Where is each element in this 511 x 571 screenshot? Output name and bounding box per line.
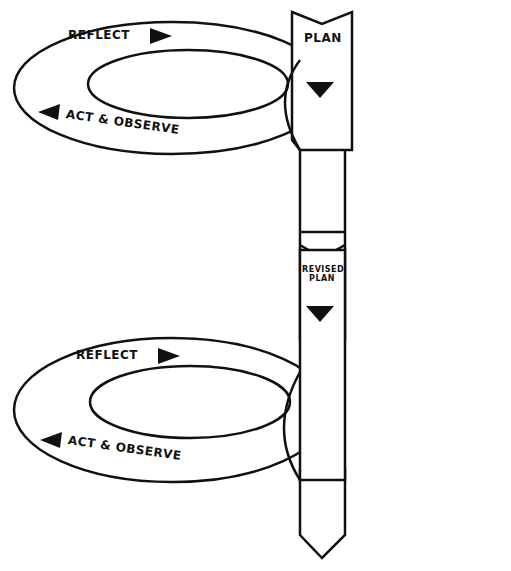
stage-label: REFLECT: [68, 29, 130, 42]
stage-label: REFLECT: [76, 349, 138, 362]
stage-label: REVISED PLAN: [302, 266, 342, 284]
stage-label: PLAN: [304, 32, 342, 45]
